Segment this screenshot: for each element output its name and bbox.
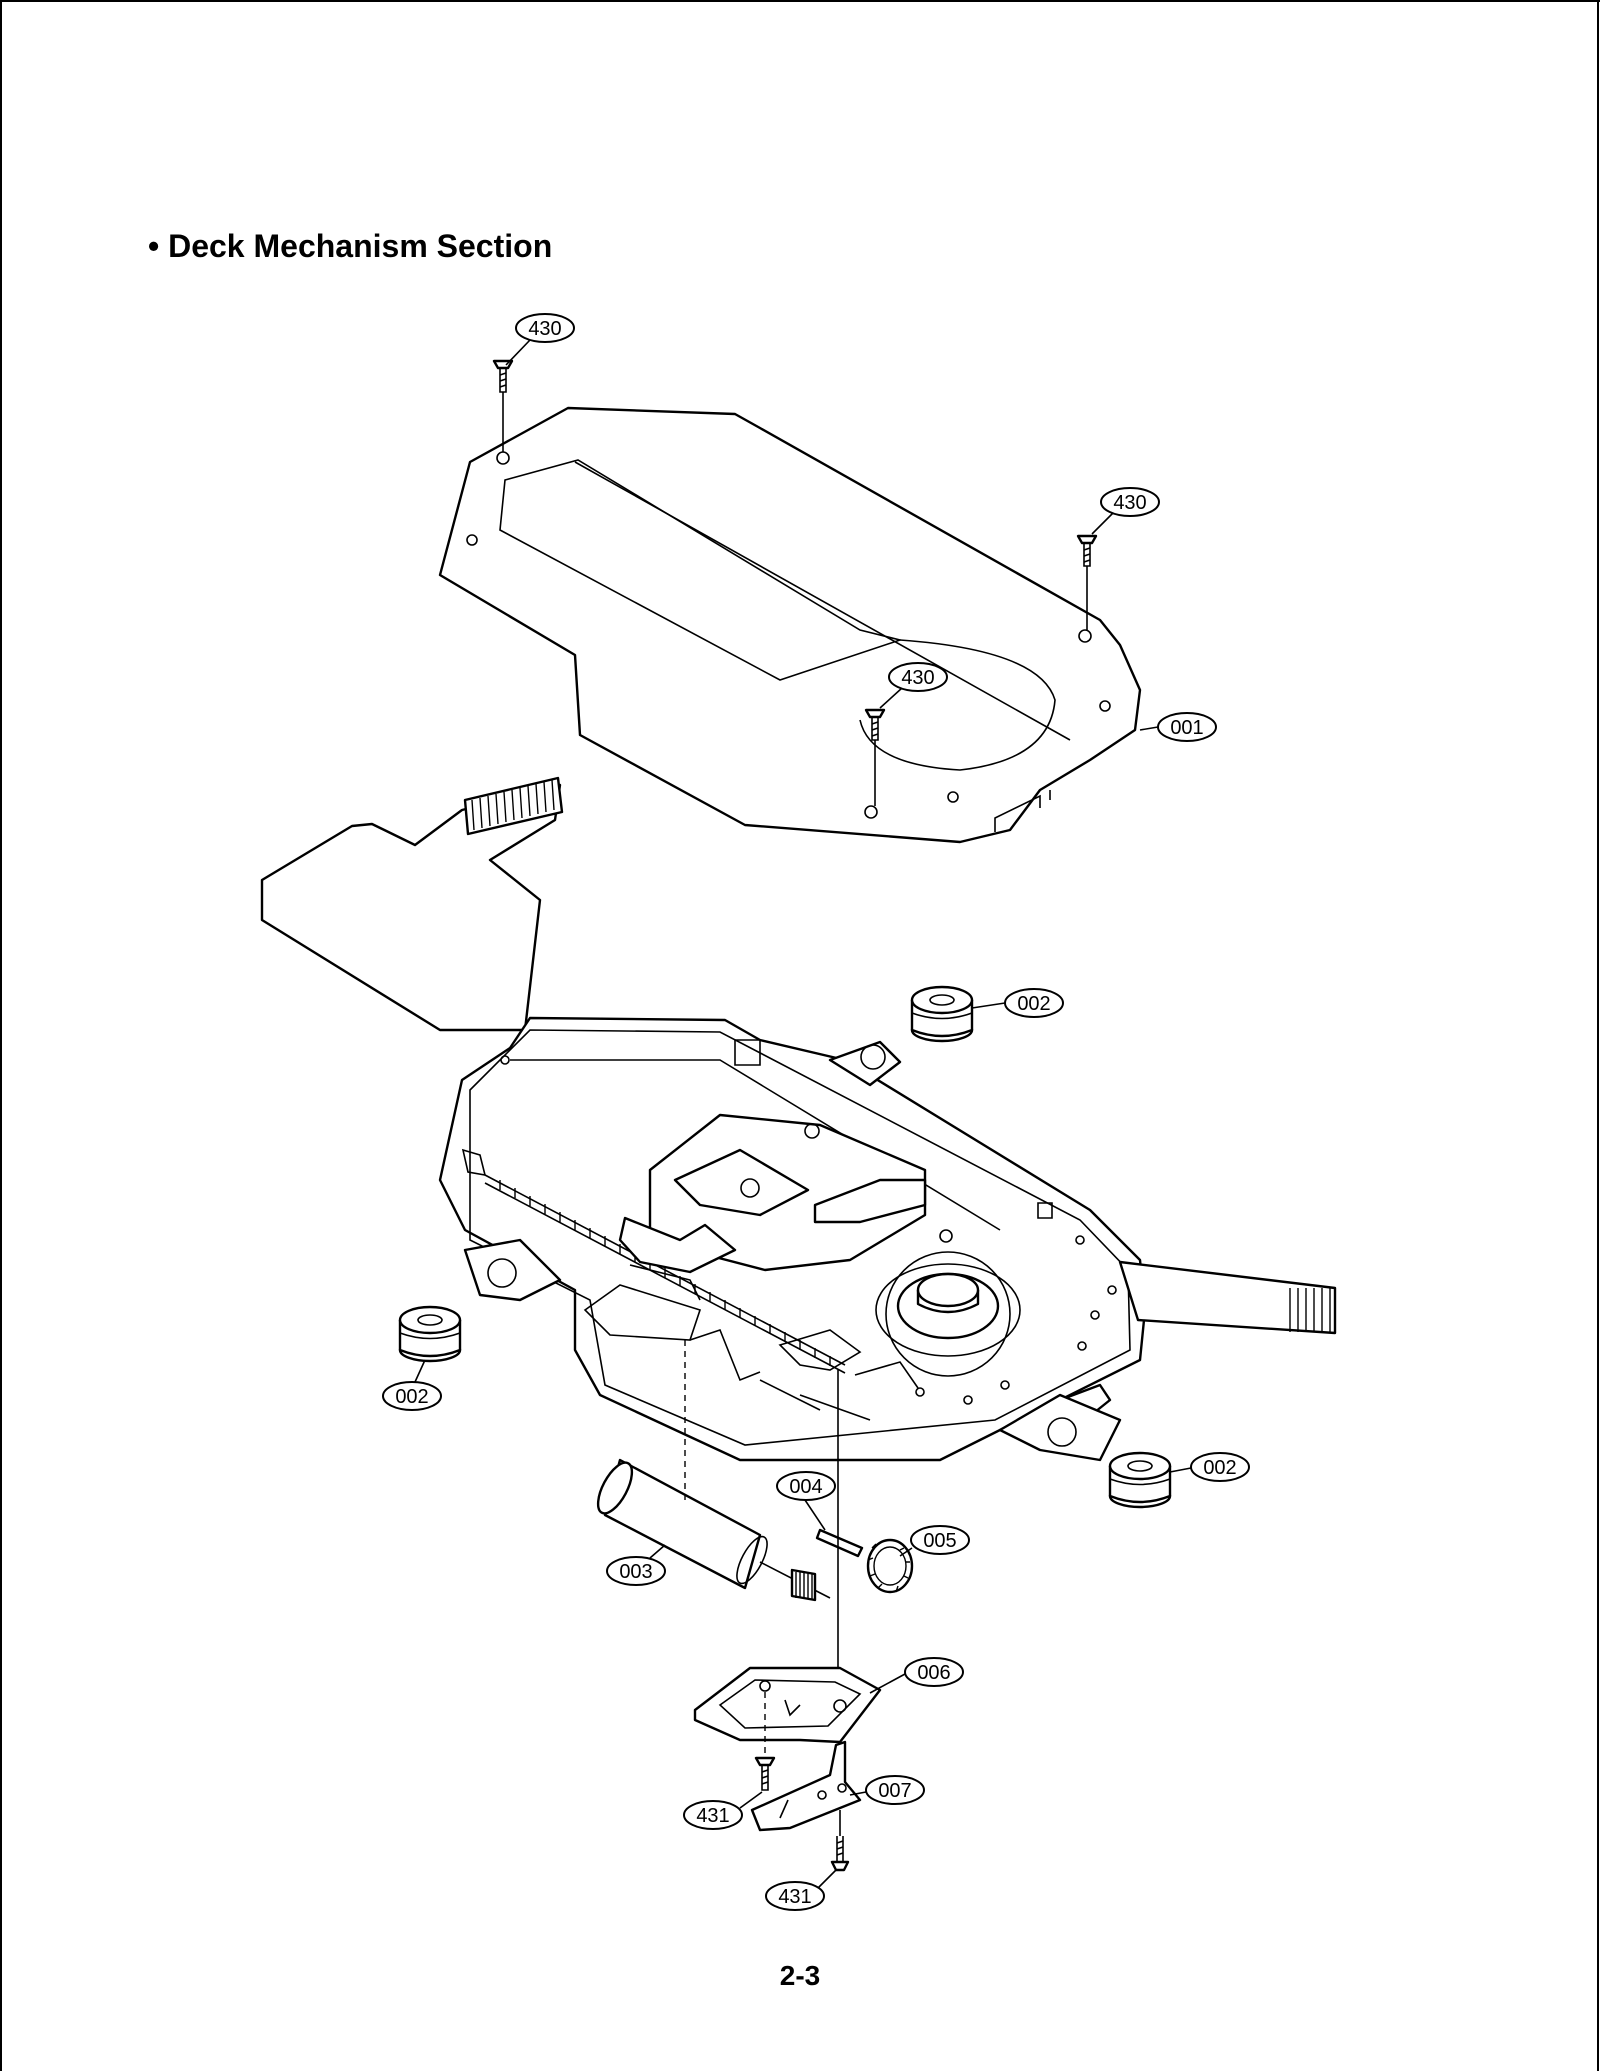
callout-002-top: 002: [971, 988, 1064, 1018]
screw-431-b: [830, 1810, 850, 1872]
screw-430-a: [492, 359, 514, 452]
callout-label: 002: [395, 1386, 428, 1408]
callout-006: 006: [869, 1657, 964, 1694]
callout-002-right: 002: [1169, 1452, 1250, 1482]
main-chassis-part: [438, 1016, 1147, 1462]
callout-label: 005: [923, 1530, 956, 1552]
right-border-line: [1597, 0, 1599, 2071]
page-number: 2-3: [779, 1960, 821, 1991]
callout-label: 002: [1017, 993, 1050, 1015]
callout-430-center: 430: [879, 662, 948, 709]
callout-label: 001: [1170, 717, 1203, 739]
section-title: • Deck Mechanism Section: [148, 228, 553, 264]
gear-shaft-004: [815, 1528, 864, 1558]
callout-label: 004: [789, 1476, 822, 1498]
callout-label: 006: [917, 1662, 950, 1684]
screw-431-a: [754, 1756, 776, 1791]
callout-430-right: 430: [1091, 487, 1160, 535]
damper-002-b: [398, 1305, 462, 1363]
sled-motor-003: [596, 1340, 831, 1602]
top-cover-part: [438, 406, 1142, 844]
callout-003: 003: [606, 1544, 666, 1586]
callout-005: 005: [899, 1525, 970, 1557]
callout-004: 004: [776, 1471, 836, 1531]
callout-label: 430: [528, 318, 561, 340]
spindle-turntable: [875, 1251, 1021, 1377]
plate-007: [750, 1740, 862, 1832]
callout-002-left: 002: [382, 1359, 442, 1411]
callout-label: 007: [878, 1780, 911, 1802]
damper-002-c: [1108, 1451, 1172, 1509]
callout-label: 002: [1203, 1457, 1236, 1479]
callout-label: 430: [901, 667, 934, 689]
top-border-line: [0, 0, 1600, 2]
screw-430-b: [1076, 534, 1098, 630]
callout-label: 003: [619, 1561, 652, 1583]
damper-002-a: [910, 985, 974, 1043]
callout-label: 431: [778, 1886, 811, 1908]
flex-cable-right: [1118, 1260, 1337, 1335]
flex-cable-upper: [260, 776, 564, 1032]
callout-001: 001: [1139, 712, 1217, 742]
callout-431-lower: 431: [765, 1869, 837, 1911]
screw-430-c: [864, 708, 886, 806]
bracket-006: [693, 1666, 882, 1760]
callout-007: 007: [849, 1775, 925, 1805]
callout-430-top: 430: [505, 313, 575, 366]
callout-431-upper: 431: [683, 1791, 763, 1830]
callout-label: 431: [696, 1805, 729, 1827]
callout-label: 430: [1113, 492, 1146, 514]
left-border-line: [0, 0, 2, 2071]
